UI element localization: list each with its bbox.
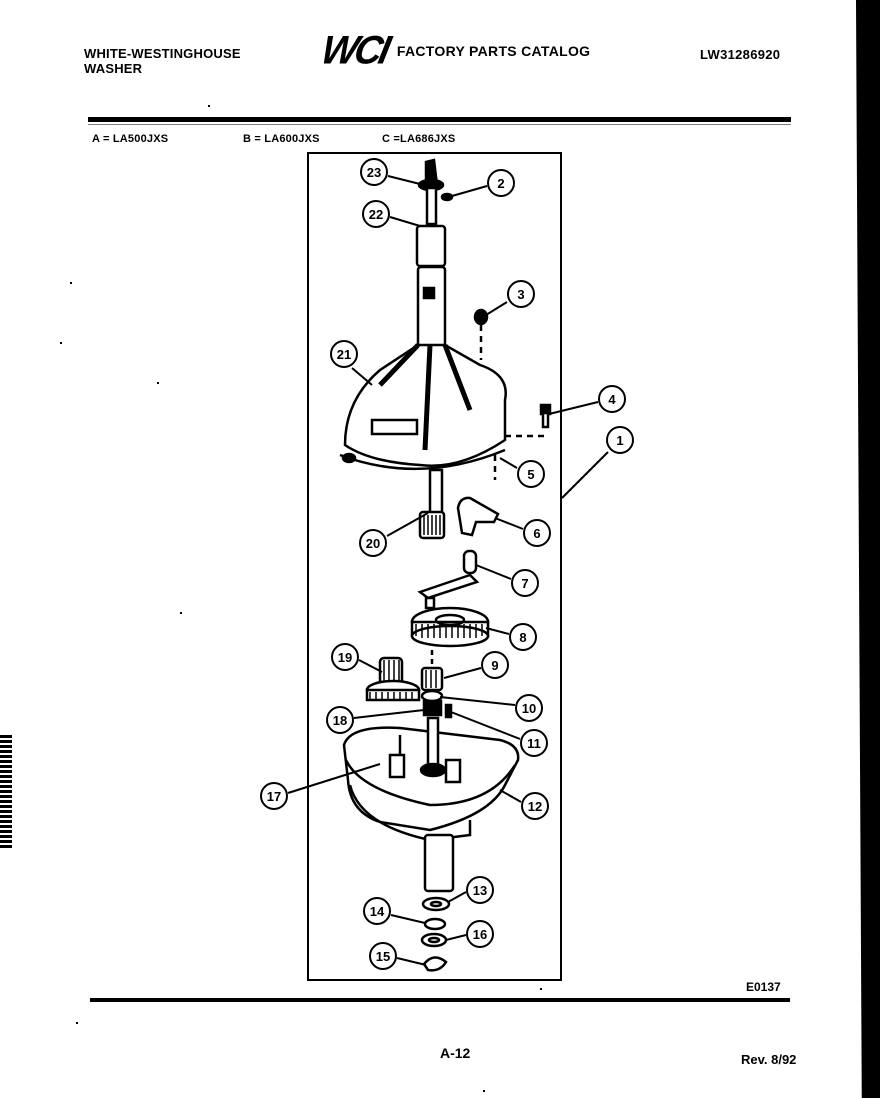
model-c: C =LA686JXS <box>382 133 456 145</box>
callout-13: 13 <box>466 876 494 904</box>
brand-title: WHITE-WESTINGHOUSE WASHER <box>84 46 241 76</box>
revision-date: Rev. 8/92 <box>741 1052 797 1067</box>
model-a: A = LA500JXS <box>92 133 169 145</box>
callout-14: 14 <box>363 897 391 925</box>
callout-12: 12 <box>521 792 549 820</box>
callout-19: 19 <box>331 643 359 671</box>
model-b: B = LA600JXS <box>243 133 320 145</box>
callout-4: 4 <box>598 385 626 413</box>
callout-16: 16 <box>466 920 494 948</box>
figure-number: E0137 <box>746 980 781 994</box>
scan-speck <box>76 1022 78 1024</box>
scan-speck <box>483 1090 485 1092</box>
page-number: A-12 <box>440 1045 471 1061</box>
callout-22: 22 <box>362 200 390 228</box>
scan-speck <box>70 282 72 284</box>
callout-8: 8 <box>509 623 537 651</box>
callout-17: 17 <box>260 782 288 810</box>
catalog-number: LW31286920 <box>700 47 781 62</box>
callout-2: 2 <box>487 169 515 197</box>
scan-speck <box>180 612 182 614</box>
scan-speck <box>60 342 62 344</box>
callout-20: 20 <box>359 529 387 557</box>
diagram-frame <box>307 152 562 981</box>
header-rule-thin <box>88 124 791 125</box>
callout-23: 23 <box>360 158 388 186</box>
callout-1: 1 <box>606 426 634 454</box>
callout-7: 7 <box>511 569 539 597</box>
callout-15: 15 <box>369 942 397 970</box>
callout-9: 9 <box>481 651 509 679</box>
callout-6: 6 <box>523 519 551 547</box>
catalog-header: WCI FACTORY PARTS CATALOG <box>317 29 591 73</box>
callout-18: 18 <box>326 706 354 734</box>
scan-binding-noise <box>0 735 12 850</box>
callout-3: 3 <box>507 280 535 308</box>
brand-line-2: WASHER <box>84 61 143 76</box>
callout-10: 10 <box>515 694 543 722</box>
header-rule <box>88 117 791 122</box>
footer-rule <box>90 998 790 1002</box>
callout-5: 5 <box>517 460 545 488</box>
scan-speck <box>157 382 159 384</box>
scan-speck <box>208 105 210 107</box>
scan-speck <box>540 988 542 990</box>
callout-21: 21 <box>330 340 358 368</box>
catalog-title: FACTORY PARTS CATALOG <box>396 43 591 59</box>
callout-11: 11 <box>520 729 548 757</box>
brand-line-1: WHITE-WESTINGHOUSE <box>84 46 241 61</box>
